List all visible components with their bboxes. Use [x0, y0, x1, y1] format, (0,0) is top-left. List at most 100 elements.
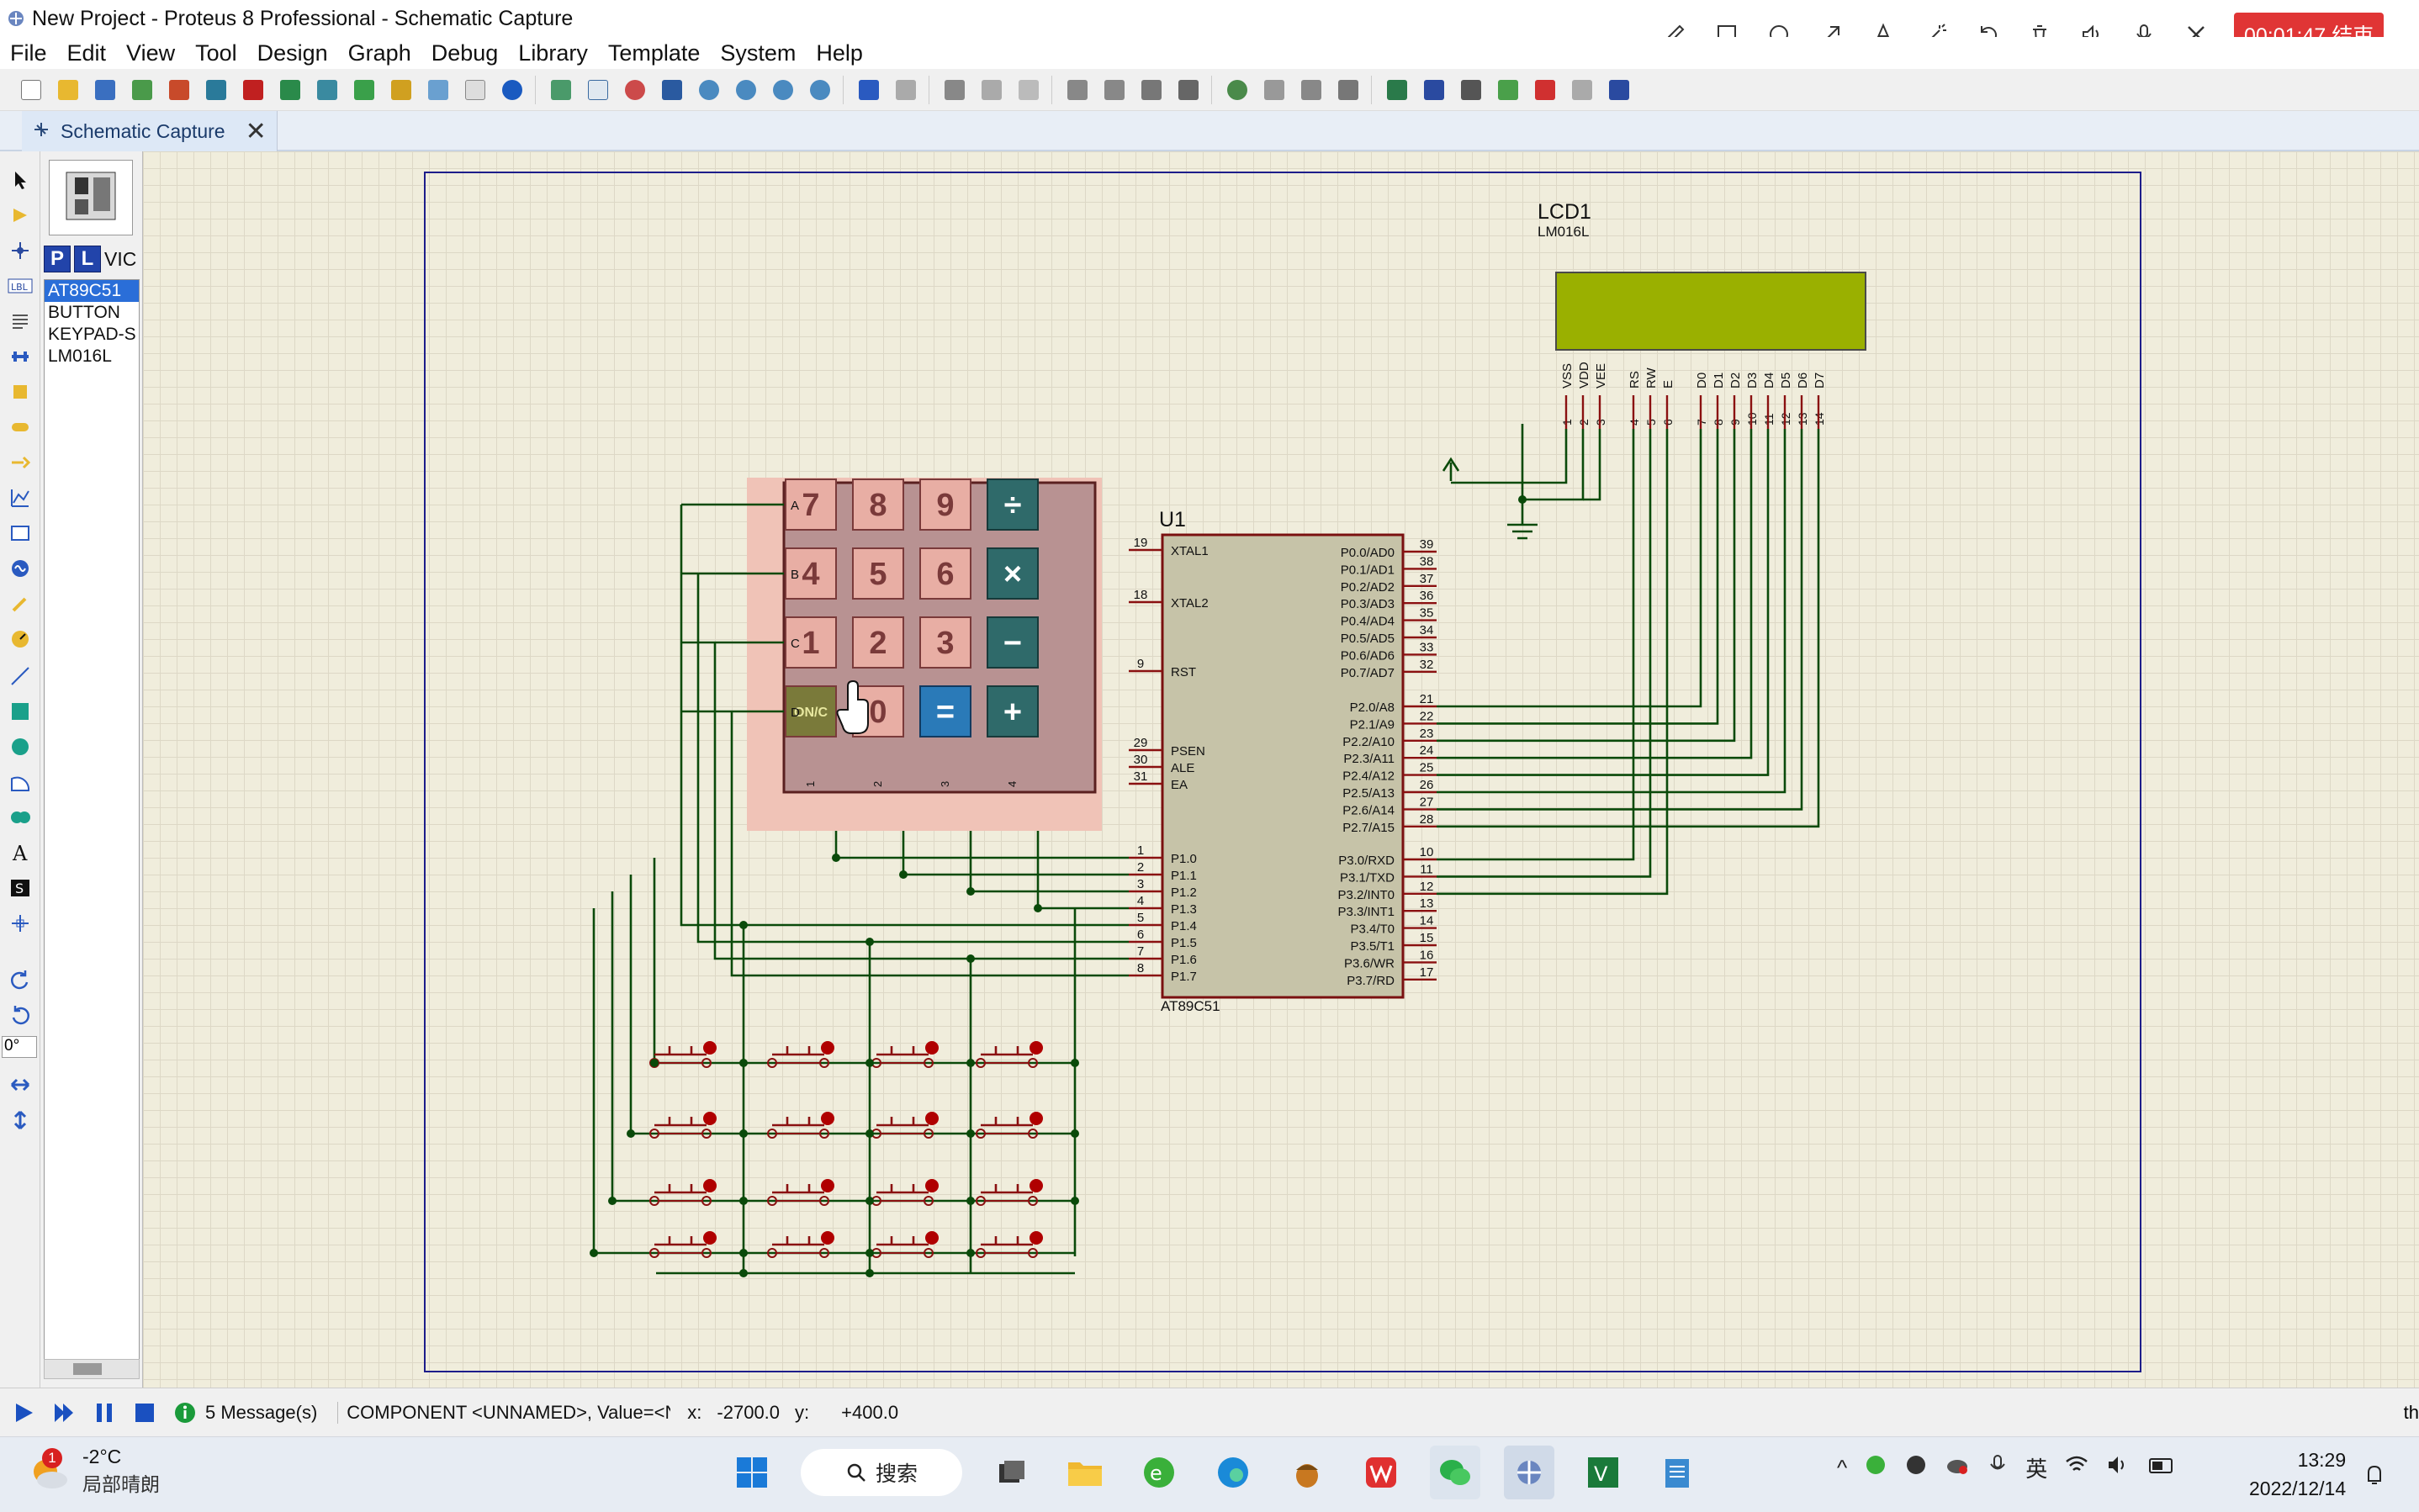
menu-system[interactable]: System: [720, 40, 797, 66]
help-icon[interactable]: [498, 76, 527, 104]
magic-wand-icon[interactable]: [1921, 20, 1950, 49]
battery-icon[interactable]: [2148, 1455, 2175, 1481]
pick-device-icon[interactable]: [1223, 76, 1252, 104]
package-tool-icon[interactable]: [1297, 76, 1326, 104]
paste-icon[interactable]: [1014, 76, 1043, 104]
menu-design[interactable]: Design: [257, 40, 328, 66]
menu-graph[interactable]: Graph: [347, 40, 411, 66]
schematic-canvas[interactable]: LCD1 LM016L VSS1VDD2VEE3RS4RW5E6D07D18D2…: [143, 151, 2419, 1388]
refresh-icon[interactable]: [547, 76, 575, 104]
close-tab-icon[interactable]: ✕: [245, 117, 267, 145]
exit-parent-icon[interactable]: [1568, 76, 1596, 104]
rotation-angle-field[interactable]: 0°: [2, 1036, 37, 1058]
marker-draw-icon[interactable]: [5, 908, 35, 938]
import-icon[interactable]: [128, 76, 156, 104]
proteus-taskbar-icon[interactable]: [1504, 1446, 1554, 1499]
windows-start-icon[interactable]: [727, 1446, 777, 1499]
undo-toolbar-icon[interactable]: [855, 76, 883, 104]
block-move-icon[interactable]: [1100, 76, 1129, 104]
rotate-clockwise-icon[interactable]: [5, 965, 35, 996]
arc-draw-icon[interactable]: [5, 767, 35, 797]
home-icon[interactable]: [165, 76, 193, 104]
tab-schematic-capture[interactable]: Schematic Capture ✕: [22, 111, 278, 151]
copy-icon[interactable]: [977, 76, 1006, 104]
menu-debug[interactable]: Debug: [431, 40, 499, 66]
zoom-area-icon[interactable]: [806, 76, 834, 104]
acorn-app-icon[interactable]: [1282, 1446, 1332, 1499]
subcircuit-mode-icon[interactable]: [5, 377, 35, 407]
block-rotate-icon[interactable]: [1137, 76, 1166, 104]
pins-mode-icon[interactable]: [5, 447, 35, 478]
zoom-all-icon[interactable]: [769, 76, 797, 104]
virtual-instrument-icon[interactable]: [5, 624, 35, 654]
taskbar-clock[interactable]: 13:29 2022/12/14: [2249, 1446, 2346, 1503]
text-script-mode-icon[interactable]: [5, 306, 35, 336]
stop-simulation-icon[interactable]: [128, 1396, 161, 1430]
menu-template[interactable]: Template: [607, 40, 701, 66]
device-item-at89c51[interactable]: AT89C51: [45, 280, 139, 302]
buses-mode-icon[interactable]: [5, 341, 35, 372]
tray-gamepad-icon[interactable]: [1904, 1453, 1928, 1483]
mirror-horizontal-icon[interactable]: [5, 1070, 35, 1100]
device-item-button[interactable]: BUTTON: [48, 303, 120, 322]
tray-app-icon[interactable]: [1864, 1453, 1887, 1483]
redo-toolbar-icon[interactable]: [892, 76, 920, 104]
zoom-in-icon[interactable]: [695, 76, 723, 104]
pick-device-button[interactable]: P: [44, 246, 71, 272]
volume-icon[interactable]: [2106, 1454, 2131, 1482]
rotate-anticlockwise-icon[interactable]: [5, 1001, 35, 1031]
open-folder-icon[interactable]: [54, 76, 82, 104]
pan-icon[interactable]: [658, 76, 686, 104]
notification-center-icon[interactable]: [2362, 1462, 2387, 1492]
symbol-draw-icon[interactable]: S: [5, 873, 35, 903]
new-sheet-icon[interactable]: [1494, 76, 1522, 104]
device-item-lm016l[interactable]: LM016L: [48, 346, 112, 366]
keil-app-icon[interactable]: V: [1578, 1446, 1628, 1499]
device-item-keypad[interactable]: KEYPAD-S: [48, 325, 136, 344]
gallery-icon[interactable]: [276, 76, 304, 104]
viewer-3d-icon[interactable]: [313, 76, 341, 104]
tray-cloud-icon[interactable]: [1945, 1453, 1970, 1483]
lcd-component[interactable]: LCD1 LM016L VSS1VDD2VEE3RS4RW5E6D07D18D2…: [1538, 200, 1866, 429]
menu-edit[interactable]: Edit: [66, 40, 107, 66]
pause-simulation-icon[interactable]: [87, 1396, 121, 1430]
mirror-vertical-icon[interactable]: [5, 1105, 35, 1135]
delete-sheet-icon[interactable]: [1531, 76, 1559, 104]
schematic-icon[interactable]: [202, 76, 230, 104]
menu-tool[interactable]: Tool: [195, 40, 237, 66]
device-list-scrollbar[interactable]: [44, 1359, 140, 1379]
cut-icon[interactable]: [940, 76, 969, 104]
overview-preview[interactable]: [49, 160, 133, 235]
search-tag-icon[interactable]: [1420, 76, 1448, 104]
mcu-component[interactable]: U1 AT89C51 19XTAL118XTAL29RST29PSEN30ALE…: [1129, 508, 1437, 1014]
step-simulation-icon[interactable]: [47, 1396, 81, 1430]
zoom-out-icon[interactable]: [732, 76, 760, 104]
document-icon[interactable]: [461, 76, 490, 104]
menu-file[interactable]: File: [10, 40, 47, 66]
library-manager-button[interactable]: L: [74, 246, 101, 272]
file-explorer-icon[interactable]: [1060, 1446, 1110, 1499]
voltage-probe-icon[interactable]: [5, 589, 35, 619]
play-simulation-icon[interactable]: [7, 1396, 40, 1430]
pcb-icon[interactable]: [239, 76, 267, 104]
tape-recorder-icon[interactable]: [5, 518, 35, 548]
component-mode-icon[interactable]: [5, 200, 35, 230]
browser-360-icon[interactable]: e: [1134, 1446, 1184, 1499]
dollar-icon[interactable]: [387, 76, 416, 104]
block-copy-icon[interactable]: [1063, 76, 1092, 104]
chevron-up-icon[interactable]: ^: [1837, 1455, 1848, 1480]
edge-browser-icon[interactable]: [1208, 1446, 1258, 1499]
task-view-icon[interactable]: [986, 1446, 1036, 1499]
circle-draw-icon[interactable]: [5, 732, 35, 762]
ime-indicator[interactable]: 英: [2025, 1456, 2048, 1482]
netlist-icon[interactable]: [1605, 76, 1633, 104]
box-draw-icon[interactable]: [5, 696, 35, 727]
wifi-icon[interactable]: [2064, 1454, 2089, 1482]
make-device-icon[interactable]: [1260, 76, 1289, 104]
bom-icon[interactable]: [350, 76, 378, 104]
notepad-icon[interactable]: [1652, 1446, 1702, 1499]
text-draw-icon[interactable]: A: [5, 838, 35, 868]
wechat-icon[interactable]: [1430, 1446, 1480, 1499]
terminals-mode-icon[interactable]: [5, 412, 35, 442]
